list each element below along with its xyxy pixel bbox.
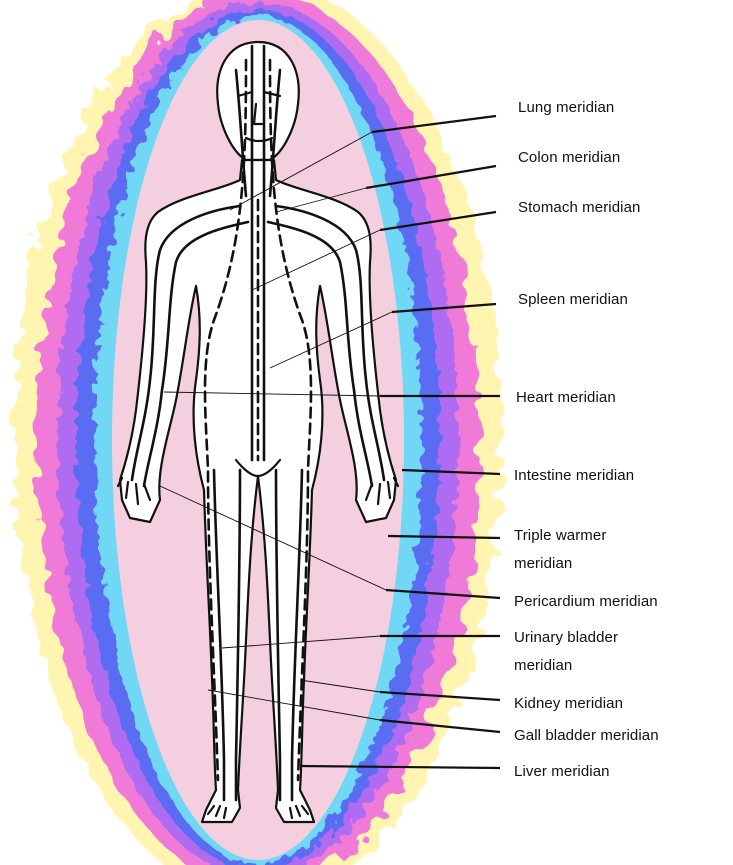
label-urinary-bladder-meridian: Urinary bladder meridian xyxy=(514,624,664,680)
label-colon-meridian: Colon meridian xyxy=(518,144,620,172)
label-spleen-meridian: Spleen meridian xyxy=(518,286,628,314)
label-intestine-meridian: Intestine meridian xyxy=(514,462,634,490)
label-heart-meridian: Heart meridian xyxy=(516,384,616,412)
label-triple-warmer-meridian: Triple warmer meridian xyxy=(514,522,664,578)
label-gall-bladder-meridian: Gall bladder meridian xyxy=(514,722,659,750)
label-pericardium-meridian: Pericardium meridian xyxy=(514,588,658,616)
label-kidney-meridian: Kidney meridian xyxy=(514,690,623,718)
label-lung-meridian: Lung meridian xyxy=(518,94,614,122)
label-liver-meridian: Liver meridian xyxy=(514,758,610,786)
head xyxy=(217,42,298,160)
label-stomach-meridian: Stomach meridian xyxy=(518,194,641,222)
